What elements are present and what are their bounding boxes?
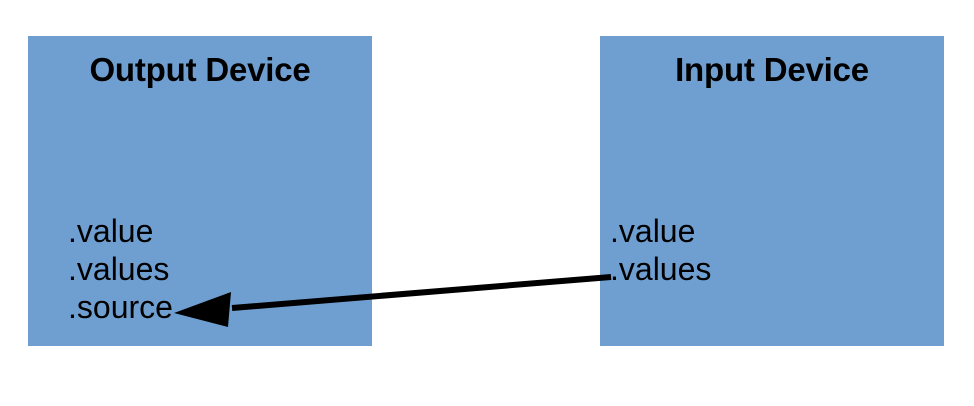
attribute-item: .value	[610, 213, 696, 249]
node-output-device-attribute-list: .value .values .source	[68, 212, 173, 326]
attribute-item: .values	[610, 251, 712, 287]
attribute-item: .value	[68, 213, 154, 249]
node-input-device[interactable]: Input Device .value .values	[600, 36, 944, 346]
node-output-device-title: Output Device	[89, 51, 311, 88]
attribute-item: .values	[68, 251, 170, 287]
node-input-device-title: Input Device	[675, 51, 869, 88]
attribute-item: .source	[68, 289, 173, 325]
node-output-device[interactable]: Output Device .value .values .source	[28, 36, 372, 346]
node-input-device-attribute-list: .value .values	[610, 212, 711, 288]
